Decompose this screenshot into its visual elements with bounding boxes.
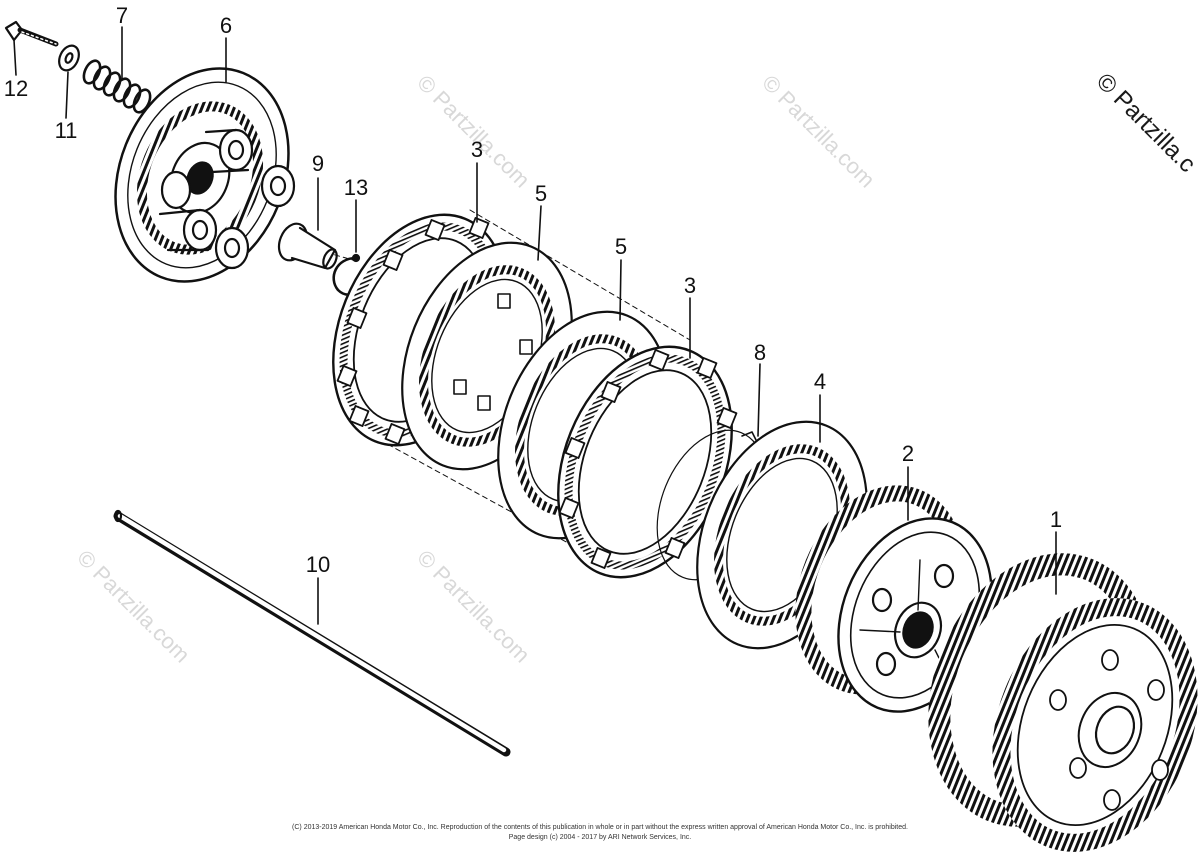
callout-1: 1 bbox=[1049, 507, 1063, 532]
callout-8: 8 bbox=[753, 340, 767, 365]
callout-2: 2 bbox=[901, 441, 915, 466]
part-11-washer bbox=[58, 44, 80, 72]
part-3-friction-disc bbox=[557, 345, 738, 579]
part-12-bolt bbox=[4, 20, 59, 47]
callout-9: 9 bbox=[311, 151, 325, 176]
callout-7: 7 bbox=[115, 3, 129, 28]
callout-5: 5 bbox=[534, 181, 548, 206]
callout-10: 10 bbox=[305, 552, 331, 577]
callout-12: 12 bbox=[3, 76, 29, 101]
callout-11: 11 bbox=[54, 118, 78, 143]
callout-13: 13 bbox=[343, 175, 369, 200]
callout-3: 3 bbox=[683, 273, 697, 298]
callout-3: 3 bbox=[470, 137, 484, 162]
copyright-notice: (C) 2013-2019 American Honda Motor Co., … bbox=[292, 824, 908, 831]
callout-5: 5 bbox=[614, 234, 628, 259]
callout-leader-lines bbox=[13, 26, 1057, 625]
part-7-spring bbox=[82, 59, 152, 114]
callout-4: 4 bbox=[813, 369, 827, 394]
part-6-pressure-plate bbox=[114, 67, 296, 283]
part-9-lifter-piece bbox=[277, 222, 338, 270]
callout-6: 6 bbox=[219, 13, 233, 38]
part-1-clutch-outer bbox=[928, 553, 1198, 852]
part-10-push-rod bbox=[113, 509, 511, 757]
page-design-notice: Page design (c) 2004 - 2017 by ARI Netwo… bbox=[508, 834, 692, 841]
